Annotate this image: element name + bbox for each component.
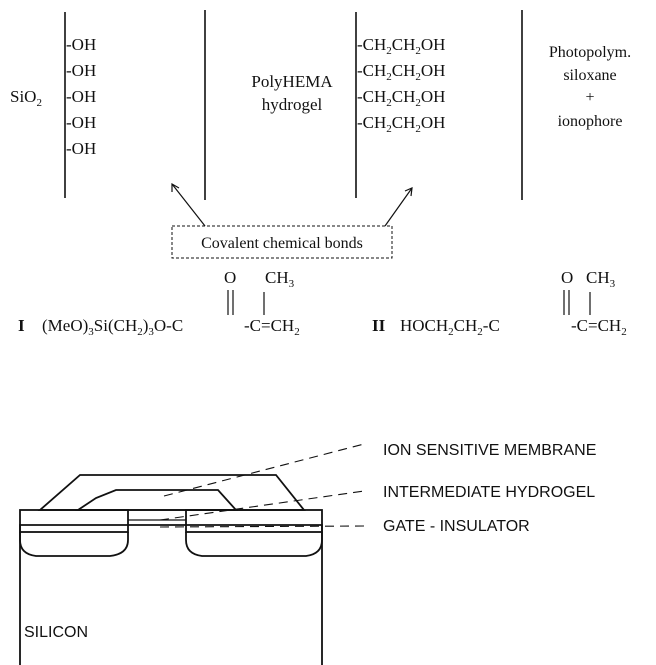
formula-ii-carbonyl-o: O	[561, 268, 573, 287]
formula-ii-methyl: CH3	[586, 268, 616, 290]
hydrogel-label: hydrogel	[262, 95, 323, 114]
hydroxyl-group: -OH	[66, 87, 96, 106]
hydroxyl-group: -OH	[66, 113, 96, 132]
siloxane-label: siloxane	[563, 67, 616, 84]
source-diffusion	[19, 532, 129, 557]
formula-i: (MeO)3Si(CH2)3O-C	[42, 316, 183, 338]
drain-contact	[185, 509, 323, 533]
photopolym-label: Photopolym.	[549, 44, 631, 61]
gate-insulator-label: GATE - INSULATOR	[383, 518, 530, 535]
intermediate-hydrogel-label: INTERMEDIATE HYDROGEL	[383, 484, 595, 501]
leader-line-membrane	[163, 443, 365, 497]
hydroxyl-group: -OH	[66, 139, 96, 158]
formula-i-carbonyl-o: O	[224, 268, 236, 287]
source-contact	[19, 509, 129, 533]
polyhema-label: PolyHEMA	[251, 72, 333, 91]
hydroxyethyl-group: -CH2CH2OH	[357, 87, 445, 109]
silicon-label: SILICON	[24, 624, 88, 641]
formula-ii-numeral: II	[372, 316, 386, 335]
hydroxyl-group: -OH	[66, 35, 96, 54]
formula-i-methyl: CH3	[265, 268, 295, 290]
covalent-bonds-box	[171, 225, 393, 259]
arrow-line-left	[171, 183, 206, 227]
intermediate-hydrogel	[75, 489, 239, 511]
arrowhead-left	[171, 182, 180, 192]
leader-line-hydrogel	[159, 490, 365, 521]
hydroxyethyl-group: -CH2CH2OH	[357, 113, 445, 135]
silicon-substrate	[19, 524, 323, 665]
leader-line-insulator	[159, 525, 365, 528]
ion-sensitive-membrane-label: ION SENSITIVE MEMBRANE	[383, 442, 596, 459]
hydroxyethyl-group: -CH2CH2OH	[357, 35, 445, 57]
arrow-line-right	[384, 187, 413, 227]
ionophore-label: ionophore	[558, 113, 623, 130]
covalent-bonds-label: Covalent chemical bonds	[201, 235, 363, 252]
plus-sign: +	[585, 89, 594, 106]
formula-ii: HOCH2CH2-C	[400, 316, 500, 338]
formula-ii-alkene: -C=CH2	[571, 316, 627, 338]
arrowhead-right	[404, 187, 413, 197]
hydroxyl-group: -OH	[66, 61, 96, 80]
sio2-label: SiO2	[10, 87, 42, 109]
formula-i-numeral: I	[18, 316, 25, 335]
hydroxyethyl-group: -CH2CH2OH	[357, 61, 445, 83]
drain-diffusion	[185, 532, 323, 557]
formula-i-alkene: -C=CH2	[244, 316, 300, 338]
